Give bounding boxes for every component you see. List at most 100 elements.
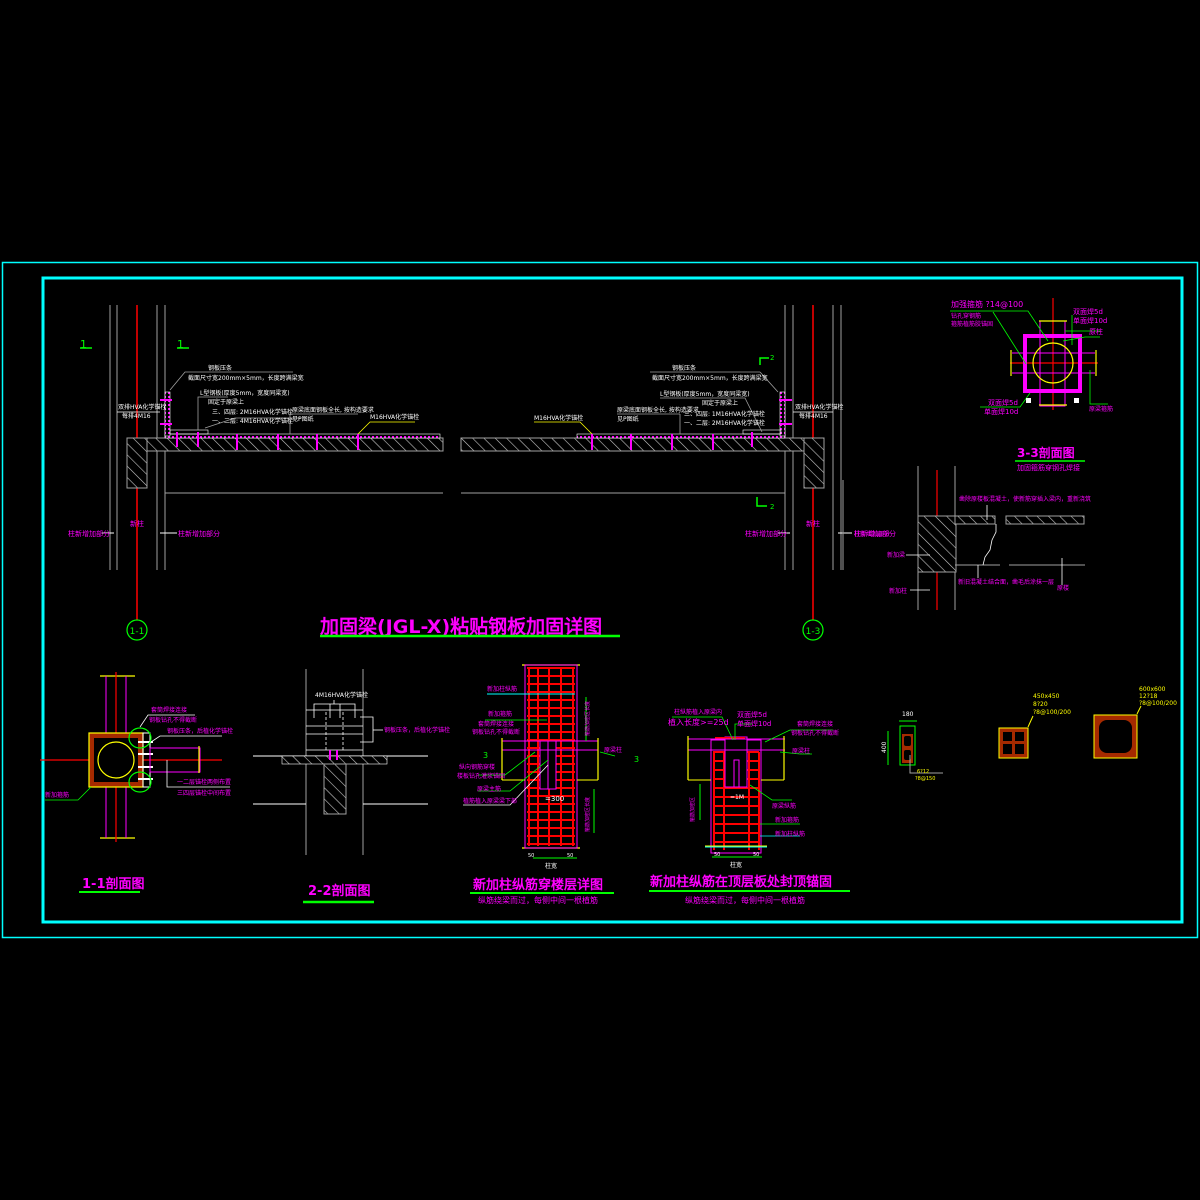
ctf-dim-total: 柱宽: [545, 862, 557, 870]
ss1-height: 400: [881, 741, 888, 753]
note-top-plate-desc-r: 截面尺寸宽200mm×5mm，长度跨满梁宽: [652, 374, 768, 382]
cta-note-1: 植入长度>=25d: [668, 717, 729, 727]
section-mark-1b: 1: [177, 338, 184, 351]
weld-double-2: 双面焊5d: [988, 398, 1018, 407]
note-top-plate-title: 钢板压条: [208, 364, 232, 372]
cta-subtitle: 纵筋绕梁而过，每侧中间一根植筋: [685, 895, 805, 905]
label-orig-beam: 原梁箍筋: [1089, 405, 1113, 413]
cta-note-6: 原梁柱: [792, 747, 810, 755]
label-col-add-right: 柱新增加部分: [178, 529, 220, 538]
cta-note-8: 原梁纵筋: [772, 802, 796, 810]
ctf-mark-left: 3: [483, 751, 488, 760]
section-1-1: 套筒焊接连接 钢板钻孔不得截断 钢板压条，后植化学锚栓 一二层锚栓两侧布置 三四…: [40, 672, 233, 893]
ctf-subtitle: 纵筋绕梁而过，每侧中间一根植筋: [478, 895, 598, 905]
weld-single-1: 单面焊10d: [1073, 316, 1107, 325]
note-angle-desc-r: 固定于原梁上: [702, 399, 738, 407]
note-row3-r: 三、四层: 1M16HVA化学锚栓: [684, 410, 765, 418]
ss2-label-1: 450x450: [1033, 693, 1060, 700]
main-title: 加固梁(JGL-X)粘贴钢板加固详图: [319, 615, 602, 638]
s11-note-5: 三四层锚栓中间布置: [177, 789, 231, 797]
s22-anchor-note: 4M16HVA化学锚栓: [315, 691, 368, 699]
cta-note-3: 单面焊10d: [737, 719, 771, 728]
note-hole-1: 钻孔穿钢筋: [951, 312, 981, 320]
ctf-dim-right: 50: [567, 853, 573, 859]
note-side-anchor-1-r: 双排HVA化学锚栓: [795, 403, 843, 411]
section-3-3: 加强箍筋 ?14@100 钻孔穿钢筋 箍筋植筋胶锚固 双面焊5d 单面焊10d …: [950, 298, 1113, 472]
slab-orig: 原楼: [1057, 584, 1069, 592]
label-new-col-r: 新柱: [806, 519, 820, 528]
ss3-label-2: 12?18: [1139, 693, 1158, 700]
note-row3: 三、四层: 2M16HVA化学锚栓: [212, 408, 293, 416]
cta-note-9: 新加箍筋: [775, 816, 799, 824]
note-angle-title: L型钢板(厚度5mm，宽度同梁宽): [200, 389, 290, 397]
ctf-note-10: 箍筋加密区长度: [584, 797, 591, 832]
note-plate-2-r: 见P图纸: [617, 415, 639, 423]
ctf-note-8: 原梁柱: [604, 746, 622, 754]
cta-dim-center: =1M: [730, 794, 744, 801]
ctf-dim-center: =300: [545, 795, 564, 803]
section-3-3-title: 3-3剖面图: [1017, 445, 1075, 460]
note-anchor-r: M16HVA化学锚栓: [534, 414, 583, 422]
ss2-label-2: 8?20: [1033, 701, 1048, 708]
slab-note-top: 凿除原楼板混凝土，使新筋穿插入梁内，重新浇筑: [959, 495, 1091, 503]
section-3-3-subtitle: 加固箍筋穿钢孔焊接: [1017, 463, 1080, 472]
cta-note-10: 新加柱纵筋: [775, 830, 805, 838]
note-row12: 一、二层: 4M16HVA化学锚栓: [212, 417, 293, 425]
note-anchor: M16HVA化学锚栓: [370, 413, 419, 421]
ss1-label-2: ?8@150: [915, 776, 935, 782]
section-2-2: 4M16HVA化学锚栓 钢板压条，后植化学锚栓 2-2剖面图: [253, 669, 450, 904]
cta-note-4: 套筒焊接连接: [797, 720, 833, 728]
note-top-plate-title-r: 钢板压条: [672, 364, 696, 372]
small-section-3: 600x600 12?18 ?8@100/200: [1093, 686, 1177, 759]
cta-note-2: 双面焊5d: [737, 710, 767, 719]
section-mark-2-top: 2: [770, 354, 774, 362]
section-mark-2-bottom: 2: [770, 503, 774, 511]
slab-note-bottom: 新旧混凝土结合面，凿毛后涂抹一层: [958, 578, 1054, 586]
section-1-1-title: 1-1剖面图: [82, 876, 145, 892]
label-new-col: 新柱: [130, 519, 144, 528]
ss1-width: 180: [902, 711, 914, 718]
s11-note-4: 一二层锚栓两侧布置: [177, 778, 231, 786]
weld-single-2: 单面焊10d: [984, 407, 1018, 416]
cta-note-5: 钢板钻孔不得截断: [791, 729, 839, 737]
s11-note-1: 套筒焊接连接: [151, 706, 187, 714]
column-through-floor: 新加柱纵筋 新加箍筋 套筒焊接连接 钢板钻孔不得截断 纵向钢筋穿楼 楼板钻孔灌浆…: [457, 664, 639, 905]
note-side-anchor-2-r: 每排4M16: [799, 412, 828, 420]
note-top-plate-desc: 截面尺寸宽200mm×5mm，长度跨满梁宽: [188, 374, 304, 382]
cta-dim-right: 50: [753, 852, 759, 858]
ctf-note-5: 楼板钻孔灌浆锚固: [457, 772, 505, 780]
s11-note-2: 钢板钻孔不得截断: [149, 716, 197, 724]
ctf-note-4: 纵向钢筋穿楼: [459, 763, 495, 771]
s11-note-6: 新加箍筋: [45, 791, 69, 799]
ctf-dim-left: 50: [528, 853, 534, 859]
slab-detail: 凿除原楼板混凝土，使新筋穿插入梁内，重新浇筑 新旧混凝土结合面，凿毛后涂抹一层 …: [842, 466, 1091, 610]
small-section-1: 180 400 6?12 ?8@150: [881, 711, 943, 782]
axis-label-1-3: 1-3: [806, 627, 821, 637]
cta-note-0: 柱纵筋植入原梁内: [674, 708, 722, 716]
note-hole-2: 箍筋植筋胶锚固: [951, 320, 993, 328]
beam-elevation-right: 2 2 钢板压条 截面尺寸宽200mm×5mm，长度跨满梁宽 L型钢板(厚度5m…: [460, 305, 896, 641]
note-plate-1-r: 原梁底面钢板全长, 按构造要求: [617, 406, 699, 414]
note-plate-2: 见P图纸: [292, 415, 314, 423]
section-2-2-title: 2-2剖面图: [308, 883, 371, 899]
inner-frame: [41, 276, 1184, 924]
ss2-label-3: ?8@100/200: [1033, 709, 1071, 716]
note-row12-r: 一、二层: 2M16HVA化学锚栓: [684, 419, 765, 427]
ctf-note-0: 新加柱纵筋: [487, 685, 517, 693]
cta-title: 新加柱纵筋在顶层板处封顶锚固: [650, 874, 832, 890]
slab-new-col: 新加柱: [889, 587, 907, 595]
label-col-add-left-r: 柱新增加部分: [745, 529, 787, 538]
label-col-add-right-r: 柱新增加部分: [854, 529, 896, 538]
slab-col-add: 柱新增加部分: [854, 530, 890, 538]
beam-elevation-left: 1 1 钢板压条 截面尺寸宽200mm×5mm，长度跨满梁宽 L型钢板(厚度5m…: [68, 305, 444, 641]
cta-note-7: 箍筋加密区: [689, 797, 696, 822]
ctf-note-1: 新加箍筋: [488, 710, 512, 718]
note-tie: 加强箍筋 ?14@100: [951, 299, 1023, 309]
ss3-label-3: ?8@100/200: [1139, 700, 1177, 707]
cta-dim-left: 50: [714, 852, 720, 858]
small-section-2: 450x450 8?20 ?8@100/200: [998, 693, 1071, 759]
note-plate-1: 原梁底面钢板全长, 按构造要求: [292, 406, 374, 414]
s11-note-3: 钢板压条，后植化学锚栓: [167, 727, 233, 735]
ctf-note-3: 钢板钻孔不得截断: [472, 728, 520, 736]
